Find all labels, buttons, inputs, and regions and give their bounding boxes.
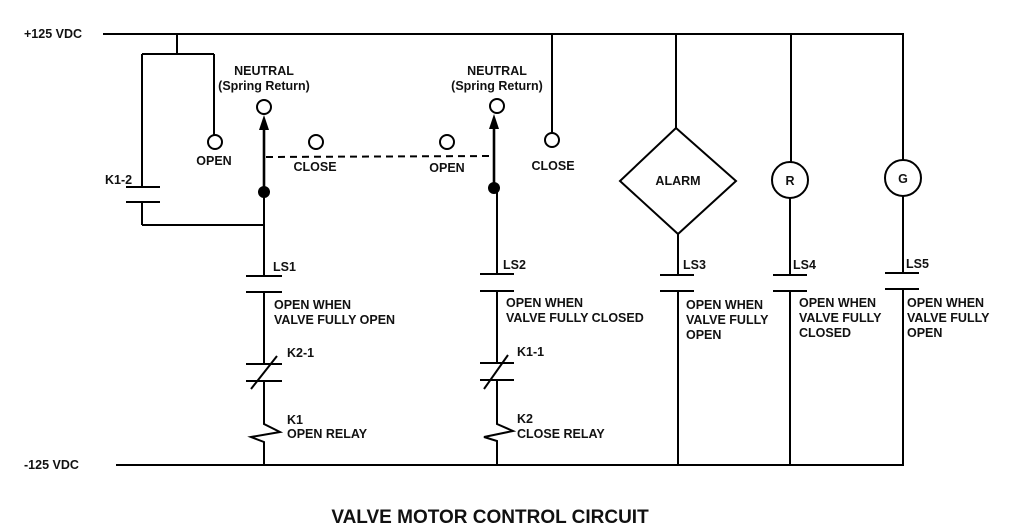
switch1-open-terminal — [207, 134, 223, 150]
k1-1-label: K1-1 — [517, 345, 544, 359]
k1-relay-coil-icon — [247, 418, 284, 465]
ls4-contact — [773, 274, 807, 292]
ls2-note-line1: OPEN WHEN — [506, 296, 583, 310]
diagram-title: VALVE MOTOR CONTROL CIRCUIT — [331, 507, 649, 528]
k2-relay-coil-icon — [483, 418, 517, 465]
ls2-note-line2: VALVE FULLY CLOSED — [506, 311, 644, 325]
switch1-open-label: OPEN — [196, 154, 231, 168]
red-lamp-branch: R LS4 OPEN WHEN VALVE FULLY CLOSED — [771, 34, 882, 465]
control-switch-open: NEUTRAL (Spring Return) OPEN CLOSE — [196, 64, 337, 198]
switch1-neutral-sublabel: (Spring Return) — [218, 79, 310, 93]
ls5-note-line1: OPEN WHEN — [907, 296, 984, 310]
positive-bus-label: +125 VDC — [24, 27, 82, 41]
ls5-note-line3: OPEN — [907, 326, 942, 340]
switch2-arrow-icon — [489, 114, 499, 129]
switch1-arrow-icon — [259, 115, 269, 130]
switch1-close-terminal — [308, 134, 324, 150]
k1-desc: OPEN RELAY — [287, 427, 368, 441]
mechanical-link-dashed — [265, 155, 493, 158]
ls1-label: LS1 — [273, 260, 296, 274]
ls5-note-line2: VALVE FULLY — [907, 311, 990, 325]
k2-1-label: K2-1 — [287, 346, 314, 360]
switch1-close-label: CLOSE — [293, 160, 336, 174]
red-lamp-label: R — [785, 174, 794, 188]
switch2-neutral-sublabel: (Spring Return) — [451, 79, 543, 93]
ls2-label: LS2 — [503, 258, 526, 272]
ls4-note-line3: CLOSED — [799, 326, 851, 340]
green-lamp-branch: G LS5 OPEN WHEN VALVE FULLY OPEN — [884, 34, 990, 465]
control-switch-close: NEUTRAL (Spring Return) OPEN CLOSE — [429, 34, 575, 194]
k1-2-contact — [126, 186, 160, 203]
switch1-neutral-label: NEUTRAL — [234, 64, 294, 78]
negative-bus-label: -125 VDC — [24, 458, 79, 472]
ls3-label: LS3 — [683, 258, 706, 272]
ls2-contact — [480, 273, 514, 292]
seal-in-branch: K1-2 — [105, 34, 264, 226]
open-relay-branch: LS1 OPEN WHEN VALVE FULLY OPEN K2-1 K1 O… — [246, 192, 395, 465]
k1-2-label: K1-2 — [105, 173, 132, 187]
switch2-neutral-terminal — [489, 98, 505, 114]
switch2-open-label: OPEN — [429, 161, 464, 175]
switch2-close-label: CLOSE — [531, 159, 574, 173]
switch2-pivot-dot — [488, 182, 500, 194]
ls3-contact — [660, 274, 694, 292]
switch2-close-terminal — [544, 132, 560, 148]
k1-label: K1 — [287, 413, 303, 427]
alarm-branch: ALARM LS3 OPEN WHEN VALVE FULLY OPEN — [618, 34, 769, 465]
ls4-note-line1: OPEN WHEN — [799, 296, 876, 310]
ls3-note-line2: VALVE FULLY — [686, 313, 769, 327]
ls1-note-line1: OPEN WHEN — [274, 298, 351, 312]
green-lamp-label: G — [898, 172, 908, 186]
ls3-note-line3: OPEN — [686, 328, 721, 342]
ls4-label: LS4 — [793, 258, 816, 272]
close-relay-branch: LS2 OPEN WHEN VALVE FULLY CLOSED K1-1 K2… — [480, 188, 644, 465]
ls5-contact — [885, 272, 919, 290]
switch2-neutral-label: NEUTRAL — [467, 64, 527, 78]
switch1-neutral-terminal — [256, 99, 272, 115]
ls4-note-line2: VALVE FULLY — [799, 311, 882, 325]
ls1-contact — [246, 275, 282, 293]
k2-label: K2 — [517, 412, 533, 426]
k2-desc: CLOSE RELAY — [517, 427, 605, 441]
ls3-note-line1: OPEN WHEN — [686, 298, 763, 312]
ls1-note-line2: VALVE FULLY OPEN — [274, 313, 395, 327]
switch2-open-terminal — [439, 134, 455, 150]
alarm-label: ALARM — [655, 174, 700, 188]
ls5-label: LS5 — [906, 257, 929, 271]
